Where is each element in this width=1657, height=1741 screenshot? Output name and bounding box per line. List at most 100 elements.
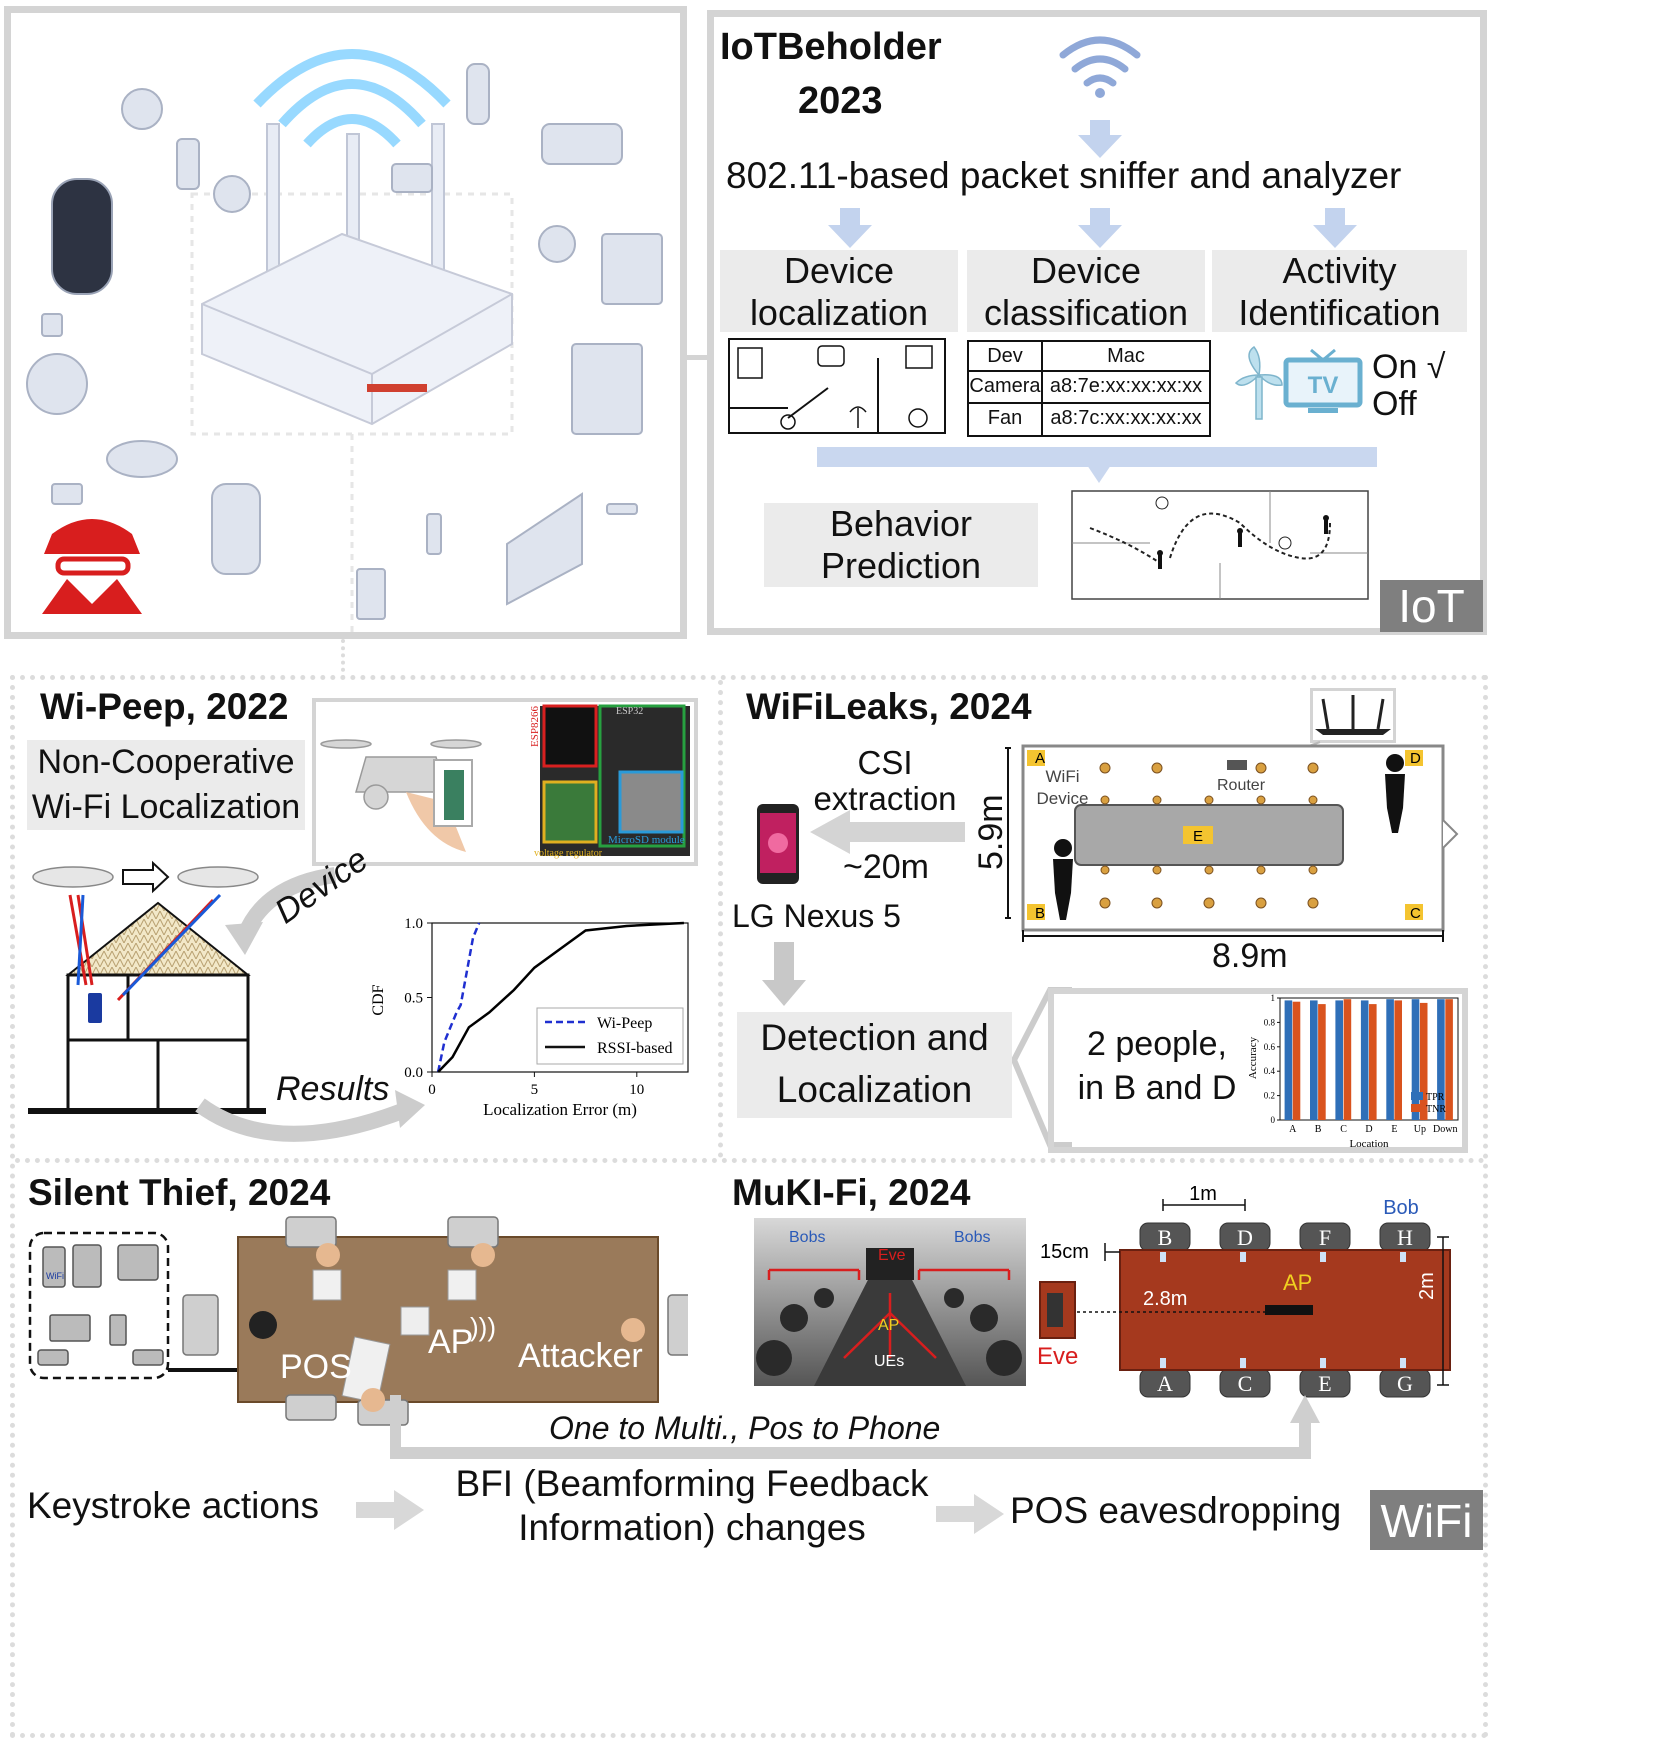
d2m-label: 2m [1416, 1272, 1438, 1300]
tv-label: TV [1308, 372, 1339, 399]
behavior-prediction-box: Behavior Prediction [764, 503, 1038, 587]
dotted-connector [341, 639, 345, 679]
phone-label: LG Nexus 5 [732, 898, 901, 934]
legend-tnr-swatch [1411, 1104, 1423, 1112]
legend-tpr: TPR [1426, 1092, 1445, 1103]
ap-label: AP [428, 1323, 474, 1361]
seat-h: H [1397, 1225, 1413, 1250]
esp8266-label: ESP8266 [529, 706, 541, 747]
pos-label: POS [280, 1348, 352, 1386]
bob-label: Bob [1383, 1197, 1419, 1219]
activity-identification-box: Activity Identification [1212, 250, 1467, 333]
table-header-dev: Dev [987, 345, 1023, 367]
x-tick-label: C [1340, 1124, 1347, 1135]
wifi-section-frame [10, 675, 1488, 1738]
table-cell: a8:7e:xx:xx:xx:xx [1049, 375, 1203, 397]
people-box [1048, 988, 1468, 1153]
acc-ylabel: Accuracy [1247, 1036, 1259, 1079]
cdf-legend [536, 1007, 684, 1065]
seat-e: E [1318, 1371, 1331, 1396]
tv-icon: TV [1283, 348, 1363, 413]
bar-tnr-b [1318, 1004, 1326, 1120]
bar-tpr-a [1284, 1000, 1293, 1120]
d1m-label: 1m [1189, 1185, 1217, 1205]
x-tick-label: 5 [531, 1082, 539, 1098]
y-tick-label: 0.8 [1264, 1017, 1276, 1027]
series-line-wipeep [436, 922, 481, 1073]
router-photo-frame [1310, 688, 1396, 743]
down-arrow [762, 942, 806, 1006]
divider [718, 680, 723, 1158]
wipeep-title: Wi-Peep, 2022 [40, 686, 289, 727]
x-tick-label: A [1289, 1124, 1297, 1135]
bar-tnr-d [1369, 1004, 1377, 1120]
ap-signal: ))) [470, 1312, 496, 1342]
merge-arrow [1087, 465, 1111, 483]
eve-label: Eve [1037, 1343, 1079, 1370]
wipeep-subtitle: Non-Cooperative Wi-Fi Localization [27, 740, 305, 830]
cdf-xlabel: Localization Error (m) [483, 1100, 637, 1119]
cdf-chart: CDF Localization Error (m) 0 5 10 0.0 0.5 1.0… [370, 916, 689, 1119]
y-tick-label: 0.4 [1264, 1066, 1276, 1076]
one-to-multi-label: One to Multi., Pos to Phone [545, 1410, 945, 1447]
x-tick-label: E [1391, 1124, 1397, 1135]
people-label: 2 people, in B and D [1077, 1025, 1237, 1107]
iot-badge: IoT [1380, 580, 1483, 632]
y-tick-label: 0.2 [1264, 1091, 1275, 1101]
bar-tpr-e [1386, 999, 1394, 1120]
y-tick-label: 0.0 [404, 1065, 423, 1081]
bar-tpr-b [1310, 1000, 1318, 1120]
iot-title: IoTBeholder [720, 26, 942, 68]
room-plan: A B C D E Router [1005, 744, 1459, 942]
d15cm-label: 15cm [1040, 1241, 1089, 1263]
wifileaks-title: WiFiLeaks, 2024 [746, 686, 1032, 727]
csi-label: CSI extraction [813, 744, 957, 817]
x-tick-label: 10 [629, 1082, 644, 1098]
series-line-rssi [437, 921, 684, 1073]
flow-bracket [390, 1395, 1320, 1459]
silent-scene: WiFi [28, 1216, 688, 1426]
x-tick-label: Down [1433, 1124, 1457, 1135]
ap-photo-label: AP [878, 1317, 899, 1334]
flow-arrow-1 [356, 1490, 424, 1530]
bar-tnr-c [1343, 999, 1352, 1120]
bar-tpr-down [1437, 999, 1445, 1120]
drone-photo-frame [312, 698, 698, 866]
y-tick-label: 1.0 [404, 916, 423, 932]
seat-b: B [1158, 1225, 1173, 1250]
iot-illustration-frame [4, 6, 687, 639]
cdf-ylabel: CDF [370, 984, 387, 1015]
seat-c: C [1238, 1371, 1253, 1396]
x-tick-label: 0 [428, 1082, 436, 1098]
regulator-label: voltage regulator [534, 848, 603, 859]
wifi-icon [1059, 36, 1141, 98]
house-diagram [28, 860, 266, 1114]
fan-icon [1234, 345, 1283, 420]
bar-tnr-down [1445, 999, 1453, 1120]
x-tick-label: B [1315, 1124, 1322, 1135]
seat-a: A [1157, 1371, 1173, 1396]
loop-arrows [195, 867, 425, 1142]
off-label: Off [1372, 385, 1417, 423]
sniffer-label: 802.11-based packet sniffer and analyzer [726, 155, 1402, 196]
wifi-device-label: WiFi Device [1036, 767, 1089, 808]
y-tick-label: 0.5 [404, 991, 423, 1007]
seat-g: G [1397, 1371, 1413, 1396]
keystroke-label: Keystroke actions [27, 1485, 320, 1526]
mukifi-title: MuKI-Fi, 2024 [732, 1172, 971, 1213]
ues-label: UEs [874, 1353, 904, 1370]
eaves-label: POS eavesdropping [1010, 1490, 1342, 1531]
attacker-label: Attacker [518, 1337, 643, 1375]
table-cell: Fan [987, 407, 1023, 429]
y-tick-label: 0.6 [1264, 1042, 1276, 1052]
flow-arrow-2 [936, 1494, 1004, 1534]
router-photo [1315, 695, 1391, 735]
iot-year: 2023 [798, 80, 883, 122]
bar-tnr-a [1292, 1001, 1301, 1120]
bar-tpr-c [1335, 1000, 1343, 1120]
iotbeholder-frame [707, 10, 1487, 635]
bar-tpr-up [1411, 999, 1420, 1120]
esp32-label: ESP32 [616, 706, 643, 717]
arrows-down [828, 120, 1357, 248]
